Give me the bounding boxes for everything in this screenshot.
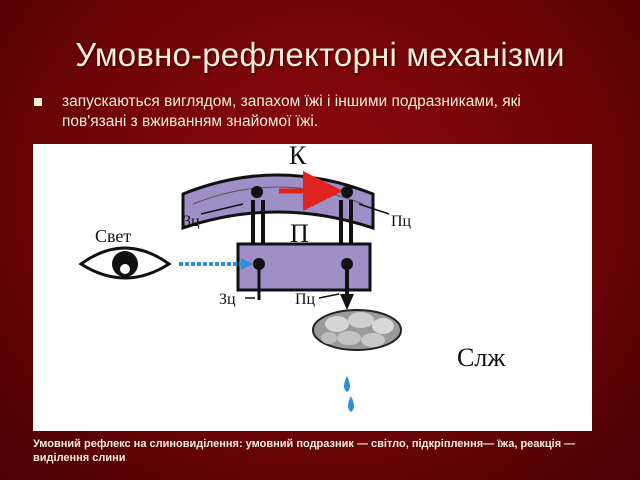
label-p: П <box>290 219 309 248</box>
bullet-text: запускаються виглядом, запахом їжі і інш… <box>62 93 521 130</box>
pointer-pc-bottom <box>318 293 340 299</box>
stimulus-arrowhead <box>241 258 253 270</box>
pointer-pc-top <box>358 203 390 215</box>
salivary-gland-icon <box>312 309 402 351</box>
cortex-centre-zc <box>251 186 263 198</box>
label-pc-top: Пц <box>391 213 412 230</box>
pointer-zc-top <box>200 203 244 215</box>
reflex-diagram: К Зц Пц П Зц Пц Свет <box>33 144 592 431</box>
cortex-centre-pc <box>341 186 353 198</box>
label-zc-bottom: Зц <box>219 291 236 308</box>
label-svet: Свет <box>95 226 131 246</box>
bullet-square-icon <box>34 98 42 106</box>
diagram-caption: Умовний рефлекс на слиновиділення: умовн… <box>33 438 576 464</box>
saliva-drop-icon <box>344 376 350 392</box>
label-slzh: Слж <box>457 343 506 372</box>
label-k: К <box>289 144 307 170</box>
slide-title: Умовно-рефлекторні механізми <box>75 36 565 73</box>
cortex-block <box>181 173 375 231</box>
label-pc-bottom: Пц <box>295 291 316 308</box>
label-zc-top: Зц <box>183 213 200 230</box>
saliva-drop-icon <box>348 396 354 412</box>
eye-pupil-highlight-icon <box>120 264 130 274</box>
reflex-diagram-svg: К Зц Пц П Зц Пц Свет <box>78 144 506 412</box>
